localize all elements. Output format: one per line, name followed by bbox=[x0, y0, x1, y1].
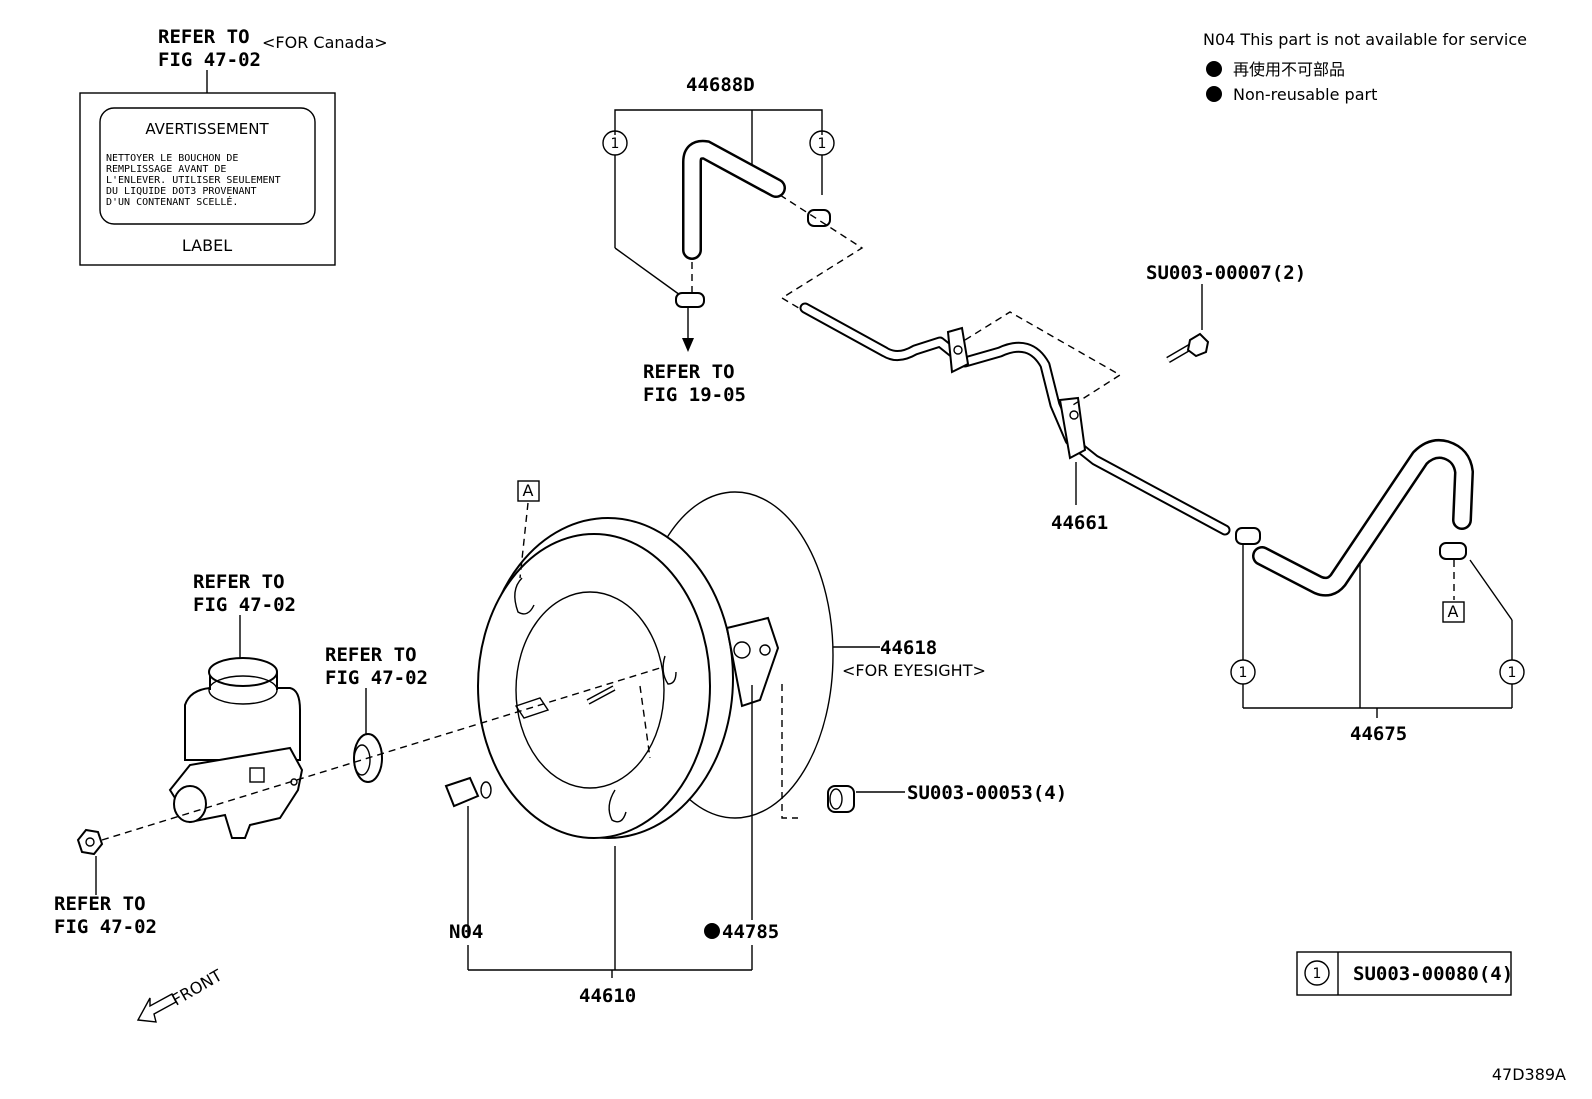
non-reusable-bullet-icon bbox=[704, 923, 720, 939]
marker-a: A bbox=[1448, 602, 1459, 621]
clip-callout-number: 1 bbox=[818, 136, 827, 152]
clip-key-part: SU003-00080(4) bbox=[1353, 963, 1513, 985]
part-label-nut: SU003-00053(4) bbox=[907, 782, 1067, 804]
label-heading: AVERTISSEMENT bbox=[145, 120, 269, 138]
check-valve-icon bbox=[444, 776, 480, 808]
figure-code: 47D389A bbox=[1492, 1065, 1566, 1084]
part-label-44661: 44661 bbox=[1051, 512, 1108, 534]
part-label-44610: 44610 bbox=[579, 985, 636, 1007]
legend-en-note: Non-reusable part bbox=[1233, 85, 1377, 104]
nut-icon bbox=[827, 785, 855, 813]
reservoir-ref-line1: REFER TO bbox=[193, 571, 285, 593]
canada-ref-line1: REFER TO bbox=[158, 26, 250, 48]
bolt-group: SU003-00007(2) bbox=[1146, 262, 1306, 364]
clip-callout-number: 1 bbox=[1239, 665, 1248, 681]
master-cylinder-group: REFER TO FIG 47-02 REFER TO FIG 47-02 RE… bbox=[54, 571, 661, 938]
hose-44675-group: A 1 1 44675 bbox=[1230, 439, 1525, 745]
part-label-44618: 44618 bbox=[880, 637, 937, 659]
hose-ref-line1: REFER TO bbox=[643, 361, 735, 383]
reservoir-ref-line2: FIG 47-02 bbox=[193, 594, 296, 616]
arrow-down-icon bbox=[682, 338, 694, 352]
reservoir-body bbox=[184, 687, 301, 761]
hose-ref-line2: FIG 19-05 bbox=[643, 384, 746, 406]
part-label-bolt: SU003-00007(2) bbox=[1146, 262, 1306, 284]
label-line-3: L'ENLEVER. UTILISER SEULEMENT bbox=[106, 175, 281, 186]
part-label-44675: 44675 bbox=[1350, 723, 1407, 745]
hose-clamp-icon bbox=[807, 209, 831, 227]
legend-n04-note: N04 This part is not available for servi… bbox=[1203, 30, 1527, 49]
canada-ref-note: <FOR Canada> bbox=[262, 33, 388, 52]
seal-ref-line1: REFER TO bbox=[325, 644, 417, 666]
marker-a: A bbox=[523, 481, 534, 500]
legend-jp-note: 再使用不可部品 bbox=[1233, 60, 1345, 79]
label-panel: AVERTISSEMENT NETTOYER LE BOUCHON DE REM… bbox=[79, 92, 336, 266]
marker-a-box bbox=[517, 480, 540, 502]
hose-clamp-icon bbox=[1235, 527, 1261, 545]
hose-clamp-icon bbox=[1439, 542, 1467, 560]
label-caption: LABEL bbox=[182, 236, 232, 255]
hose-clamp-icon bbox=[675, 292, 705, 308]
booster-face bbox=[515, 591, 665, 789]
label-line-5: D'UN CONTENANT SCELLÉ. bbox=[106, 195, 238, 208]
cylinder-nut-icon bbox=[76, 828, 104, 856]
seal-ref-line2: FIG 47-02 bbox=[325, 667, 428, 689]
hose-44688d-group: 44688D 1 1 REFER TO FIG 19-05 bbox=[602, 74, 864, 406]
warning-label bbox=[99, 107, 316, 225]
front-arrow-icon bbox=[136, 993, 177, 1023]
part-label-n04: N04 bbox=[449, 921, 483, 943]
booster-shell-front bbox=[477, 533, 711, 839]
clip-key-number: 1 bbox=[1313, 966, 1322, 982]
front-direction-indicator: FRONT bbox=[136, 966, 226, 1023]
canada-reference-callout: REFER TO <FOR Canada> FIG 47-02 bbox=[158, 26, 388, 93]
brake-booster-group: 44618 <FOR EYESIGHT> A SU003-00053(4) N0… bbox=[444, 480, 1067, 1007]
eyesight-note: <FOR EYESIGHT> bbox=[842, 661, 986, 680]
part-label-44688d: 44688D bbox=[686, 74, 755, 96]
nut-ref-line2: FIG 47-02 bbox=[54, 916, 157, 938]
clip-callout-number: 1 bbox=[1508, 665, 1517, 681]
pipe-bracket bbox=[946, 326, 970, 374]
part-label-44785: 44785 bbox=[722, 921, 779, 943]
non-reusable-bullet-icon bbox=[1206, 61, 1222, 77]
pipe-bracket bbox=[1058, 396, 1087, 460]
label-line-4: DU LIQUIDE DOT3 PROVENANT bbox=[106, 186, 257, 197]
clip-callout-number: 1 bbox=[611, 136, 620, 152]
bolt-icon bbox=[1186, 332, 1210, 358]
marker-a-box bbox=[1442, 601, 1465, 623]
label-line-1: NETTOYER LE BOUCHON DE bbox=[106, 153, 238, 164]
clip-callout-1 bbox=[1304, 960, 1330, 986]
reservoir-cap bbox=[208, 657, 278, 687]
canada-ref-line2: FIG 47-02 bbox=[158, 49, 261, 71]
clip-key-box: 1 SU003-00080(4) bbox=[1296, 951, 1513, 996]
pipe-44661-group: 44661 bbox=[799, 302, 1231, 536]
label-line-2: REMPLISSAGE AVANT DE bbox=[106, 164, 226, 175]
front-label: FRONT bbox=[169, 966, 226, 1010]
nut-ref-line1: REFER TO bbox=[54, 893, 146, 915]
booster-rear-bracket bbox=[725, 616, 780, 708]
legend: N04 This part is not available for servi… bbox=[1203, 30, 1527, 104]
non-reusable-bullet-icon bbox=[1206, 86, 1222, 102]
